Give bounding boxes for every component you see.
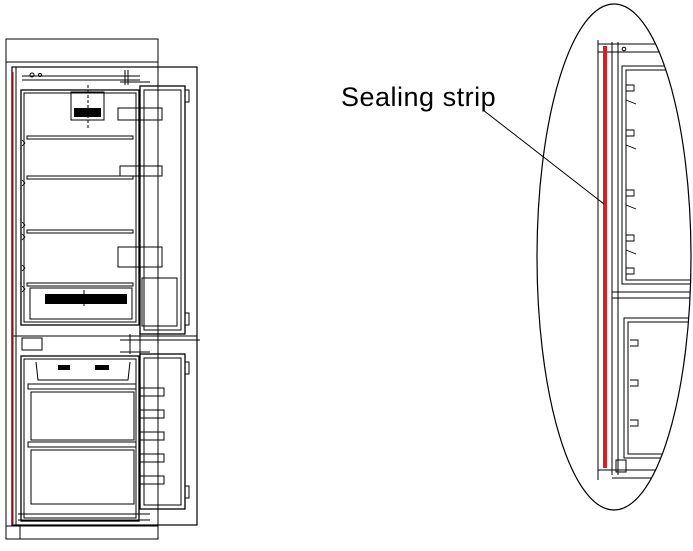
callout-leader-line: [482, 109, 605, 205]
detail-ellipse: [536, 3, 692, 511]
freezer-drawers: [27, 383, 137, 505]
sealing-strip-label: Sealing strip: [341, 82, 497, 112]
plinth: [19, 525, 159, 540]
detail-view: [536, 3, 692, 511]
freezer-compartment: [20, 355, 140, 522]
crisper-drawer: [29, 287, 133, 320]
appliance-body: [11, 66, 198, 526]
fridge-compartment: [20, 89, 140, 326]
fridge-shelves: [26, 135, 134, 287]
fridge-front-view: [5, 38, 200, 540]
fridge-door: [139, 85, 186, 335]
door-bins: [117, 107, 178, 327]
